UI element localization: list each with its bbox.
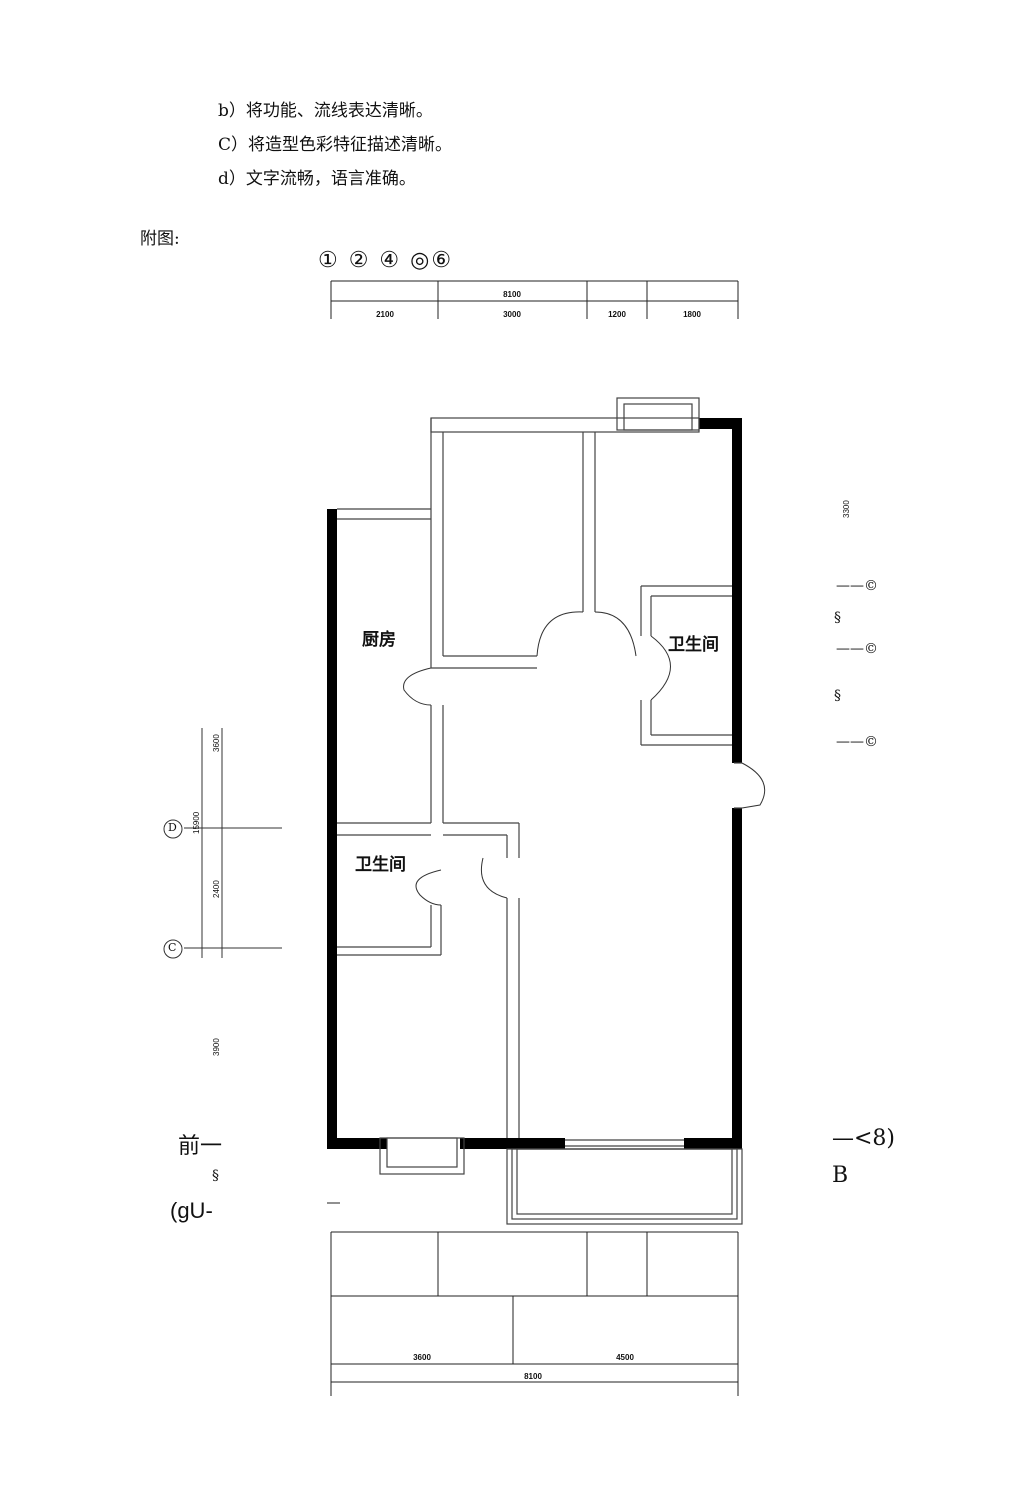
top-dimension-table [330,280,739,319]
right-mark-6: —<8) [832,1126,896,1151]
left-mark-1: 前一 [178,1134,223,1159]
right-mark-2: § [834,610,841,626]
outer-walls [327,418,742,1149]
room-bath-left: 卫生间 [355,855,406,875]
axis-d-label: D [168,821,177,834]
right-mark-3: ——© [836,641,878,657]
left-mark-3: (gU- [170,1198,213,1223]
room-kitchen: 厨房 [362,630,396,650]
right-dim: 3300 [842,500,851,518]
room-bath-right: 卫生间 [668,635,719,655]
right-mark-5: ——© [836,734,878,750]
top-dim-seg-2: 3000 [503,310,521,319]
door-swings [403,611,765,906]
bottom-dim-seg-2: 4500 [616,1353,634,1362]
top-dim-seg-1: 2100 [376,310,394,319]
text-line-c: C）将造型色彩特征描述清晰。 [218,135,453,155]
left-dim-mid-b: 2400 [212,880,221,898]
left-dim-bottom: 3900 [212,1038,221,1056]
axis-c-label: C [168,941,177,954]
left-mark-2: § [212,1168,219,1184]
figure-label: 附图: [140,229,180,249]
left-axis [163,728,282,959]
text-line-b: b）将功能、流线表达清晰。 [218,101,433,121]
right-mark-4: § [834,688,841,704]
left-dim-top: 3600 [212,734,221,752]
bottom-dim-seg-1: 3600 [413,1353,431,1362]
bottom-dimension-table [327,1202,739,1396]
top-dim-seg-4: 1800 [683,310,701,319]
interior-walls [337,397,743,1225]
top-dim-seg-3: 1200 [608,310,626,319]
left-dim-mid-a: 15900 [192,811,201,834]
top-dim-total: 8100 [503,290,521,299]
bottom-dim-total: 8100 [524,1372,542,1381]
axis-numbers: ① ② ④ ◎⑥ [318,248,454,273]
right-mark-1: ——© [836,578,878,594]
text-line-d: d）文字流畅，语言准确。 [218,169,416,189]
right-mark-7: B [832,1163,849,1188]
